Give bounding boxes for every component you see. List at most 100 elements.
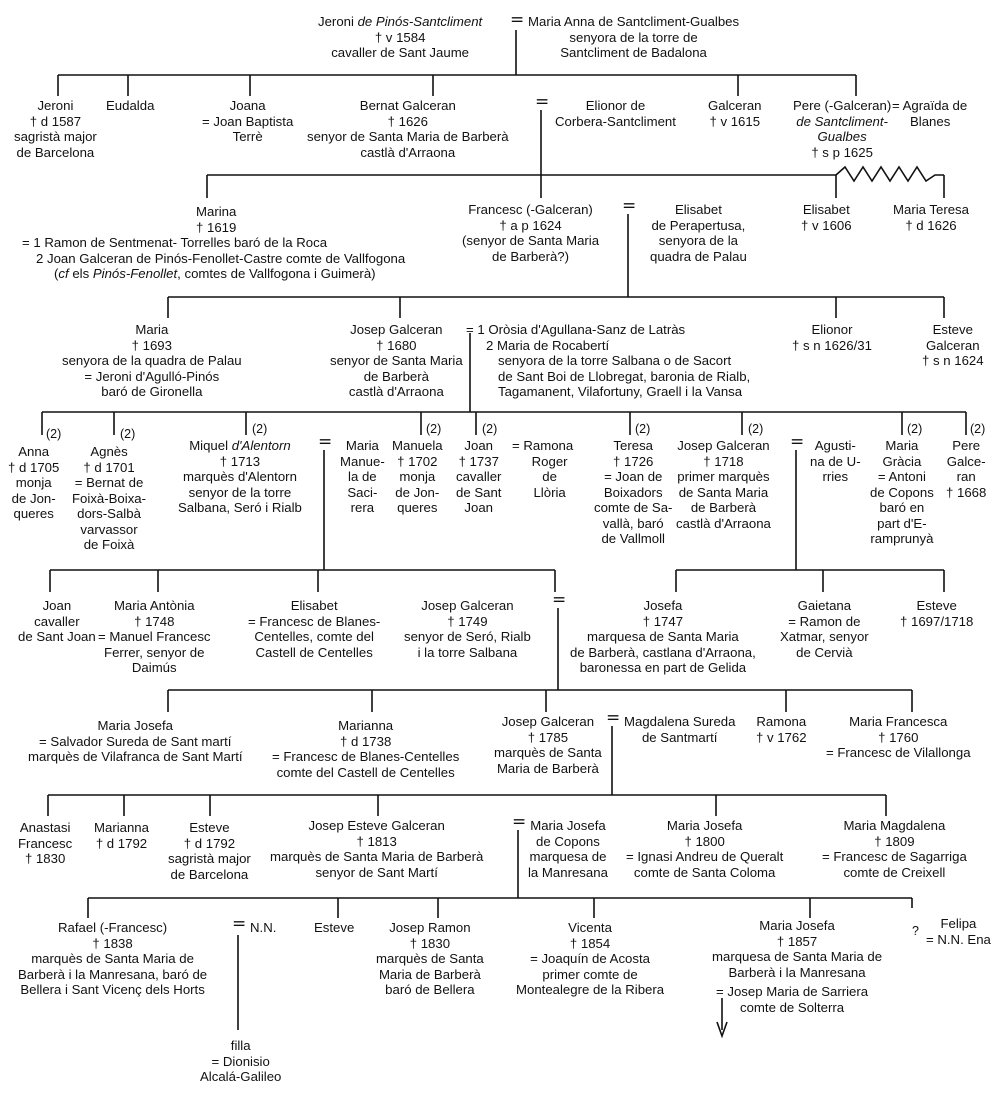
spouse: baró de Gironella (101, 384, 203, 399)
death: † d 1626 (905, 217, 957, 233)
title: senyora de la torre Salbana o de Sacort (498, 353, 732, 368)
name: Marianna (94, 820, 149, 835)
marriage-mark: (2) (46, 427, 62, 441)
person-anna: Anna † d 1705 monja de Jon- queres (8, 444, 59, 522)
name: Gràcia (882, 453, 922, 469)
spouse: Terrè (232, 129, 263, 144)
title: marquès de Santa Maria de (31, 951, 194, 966)
death: † 1800 (684, 833, 725, 849)
death: † d 1701 (83, 459, 135, 475)
person-josep-galceran-1680: Josep Galceran † 1680 senyor de Santa Ma… (330, 322, 463, 400)
title: cavaller de Sant Jaume (331, 45, 470, 60)
person-elisabet-1606: Elisabet † v 1606 (801, 202, 852, 233)
death: † d 1792 (183, 835, 236, 851)
person-maria-antonia: Maria Antònia † 1748 = Manuel Francesc F… (98, 598, 211, 676)
title: senyor de Santa Maria (330, 353, 463, 368)
spouse: Xatmar, senyor (780, 629, 869, 644)
title: sagristà major (168, 851, 251, 866)
person-josep-galceran-1785: Josep Galceran † 1785 marquès de Santa M… (494, 714, 602, 776)
spouse: = Dionisio (211, 1053, 270, 1069)
person-manuela: Manuela † 1702 monja de Jon- queres (392, 438, 443, 516)
name: Francesc (18, 835, 73, 851)
spouse: marquès de Vilafranca de Sant Martí (28, 749, 243, 764)
person-pere-1668: Pere Galce- ran † 1668 (946, 438, 986, 500)
name: Bernat Galceran (359, 98, 456, 113)
person-miquel: Miquel d'Alentorn † 1713 marquès d'Alent… (178, 438, 302, 516)
death: † v 1606 (801, 217, 852, 233)
title: Maria de Barberà (496, 760, 599, 776)
name: Maria Josefa (666, 818, 743, 833)
spouse: = Joan de (604, 469, 663, 484)
spouse: = Francesc de Blanes- (248, 613, 381, 629)
spouse: de (542, 469, 557, 484)
person-esteve-1697: Esteve † 1697/1718 (900, 598, 973, 629)
death: † 1857 (776, 933, 818, 949)
title: Santcliment de Badalona (560, 45, 707, 60)
name: Elionor (811, 322, 853, 337)
name: Josefa (643, 598, 683, 613)
name: Galceran (708, 98, 762, 113)
title: de Jon- (395, 484, 440, 500)
title: de Barcelona (16, 144, 95, 160)
person-marina: Marina † 1619 (196, 204, 236, 235)
name: Jeroni (37, 98, 74, 113)
title: monja (399, 469, 436, 484)
title: primer marquès (677, 469, 770, 484)
spouse: = Manuel Francesc (98, 629, 211, 644)
title: de Barberà?) (492, 248, 570, 264)
note: (cf els Pinós-Fenollet, comtes de Vallfo… (54, 266, 376, 281)
name: Galceran (926, 337, 980, 353)
name: Joan (42, 598, 72, 613)
title: senyora de la (658, 233, 738, 248)
spouse: comte de Creixell (843, 864, 946, 880)
death: † 1813 (356, 833, 397, 849)
name: Joan (464, 438, 494, 453)
name: Maria Josefa (530, 818, 606, 833)
person-felipa: Felipa = N.N. Ena (926, 916, 991, 947)
spouse: de Vallmoll (601, 531, 665, 546)
title: Barberà i la Manresana (728, 964, 866, 980)
spouse: Alcalá-Galileo (200, 1069, 282, 1084)
death: † v 1762 (756, 729, 807, 745)
name: de Perapertusa, (651, 217, 746, 233)
title: de Sant Boi de Llobregat, baronia de Ria… (498, 368, 751, 384)
name: Manue- (340, 453, 385, 469)
title: Salbana, Seró i Rialb (178, 500, 302, 515)
name: Esteve (189, 820, 230, 835)
spouse: 2 Maria de Rocabertí (486, 337, 610, 353)
person-agustina: Agusti- na de U- rries (810, 438, 861, 485)
title: marquès d'Alentorn (182, 469, 297, 484)
title: castlà d'Arraona (676, 515, 771, 531)
marriage-mark: (2) (635, 422, 651, 436)
name: Anastasi (19, 820, 71, 835)
marriage-symbol: = (535, 92, 550, 112)
name: Josep Esteve Galceran (308, 818, 445, 833)
marriage-symbol: = (512, 812, 527, 832)
spouse: = Francesc de Blanes-Centelles (272, 749, 460, 764)
title: de Barberà (363, 368, 429, 384)
title: marquès de Santa (376, 951, 484, 966)
person-elionor-sn: Elionor † s n 1626/31 (792, 322, 872, 353)
marriage-symbol: = (318, 432, 333, 452)
person-eudalda: Eudalda (106, 98, 154, 114)
person-elionor-corbera: Elionor de Corbera-Santcliment (555, 98, 676, 129)
title: monja (15, 475, 52, 490)
name: de Santmartí (641, 729, 718, 745)
marriage-mark: (2) (252, 422, 268, 436)
title: de Sant Joan (18, 629, 96, 644)
person-elisabet-blanes: Elisabet = Francesc de Blanes- Centelles… (248, 598, 380, 660)
death: † 1809 (874, 833, 915, 849)
name: Felipa (940, 916, 977, 931)
death: † d 1587 (29, 113, 82, 129)
person-maria-josefa-sureda: Maria Josefa = Salvador Sureda de Sant m… (28, 718, 243, 765)
title: castlà d'Arraona (348, 384, 444, 399)
title: cavaller (34, 613, 80, 629)
spouse: = Jeroni d'Agulló-Pinós (84, 368, 220, 384)
person-maria-josefa-copons: Maria Josefa de Copons marquesa de la Ma… (528, 818, 608, 880)
name: Eudalda (106, 98, 155, 113)
death: † 1785 (527, 729, 569, 745)
person-maria-francesca: Maria Francesca † 1760 = Francesc de Vil… (826, 714, 971, 761)
name: Pere (952, 438, 981, 453)
person-marina-spouses: = 1 Ramon de Sentmenat- Torrelles baró d… (22, 235, 405, 282)
person-teresa: Teresa † 1726 = Joan de Boixadors comte … (594, 438, 672, 547)
